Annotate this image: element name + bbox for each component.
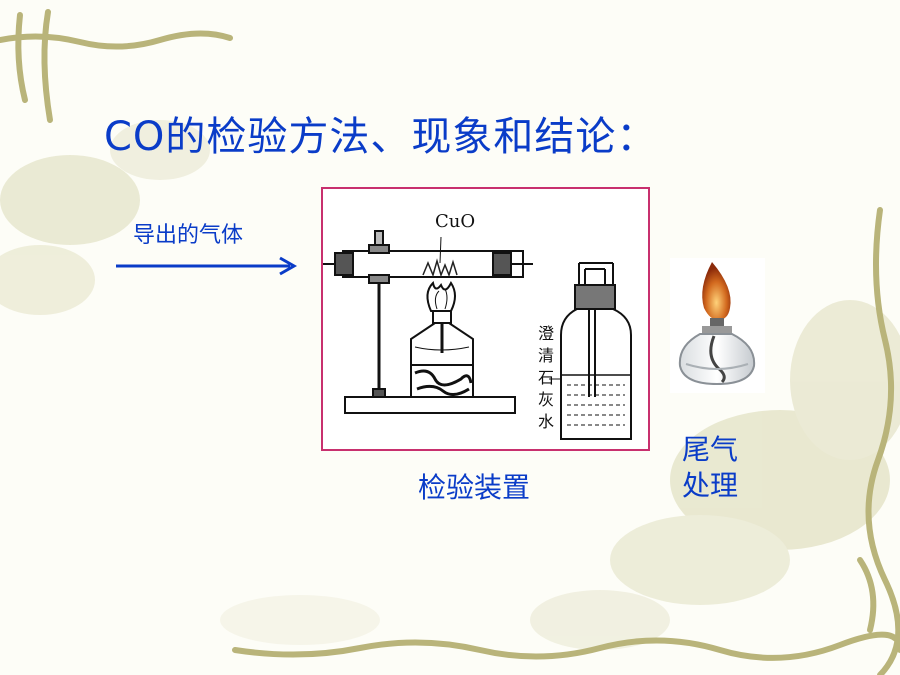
test-apparatus-frame: CuO 澄 清 石 灰 水 xyxy=(321,187,650,451)
limewater-label: 澄 清 石 灰 水 xyxy=(537,323,555,433)
limewater-char: 石 xyxy=(537,368,554,387)
flame xyxy=(426,280,456,312)
limewater-char: 清 xyxy=(537,346,554,365)
gas-washing-bottle xyxy=(549,262,632,440)
slide-title: CO的检验方法、现象和结论： xyxy=(104,114,658,160)
tail-gas-caption: 尾气 处理 xyxy=(682,432,738,504)
combustion-tube xyxy=(323,250,533,278)
alcohol-lamp-stand xyxy=(410,310,474,398)
gas-label: 导出的气体 xyxy=(133,223,244,248)
copper-oxide-powder xyxy=(422,236,458,278)
tail-caption-line: 处理 xyxy=(682,469,739,502)
limewater-char: 澄 xyxy=(537,324,554,343)
apparatus-caption: 检验装置 xyxy=(418,471,531,504)
leaf-decoration xyxy=(0,120,900,650)
vine-border xyxy=(0,9,900,675)
tail-caption-line: 尾气 xyxy=(682,433,739,466)
test-apparatus-drawing xyxy=(323,230,632,440)
cuo-label: CuO xyxy=(435,211,476,232)
alcohol-lamp-icon xyxy=(670,258,765,393)
limewater-char: 灰 xyxy=(537,390,554,409)
limewater-char: 水 xyxy=(537,412,554,431)
right-arrow-icon xyxy=(116,256,298,276)
